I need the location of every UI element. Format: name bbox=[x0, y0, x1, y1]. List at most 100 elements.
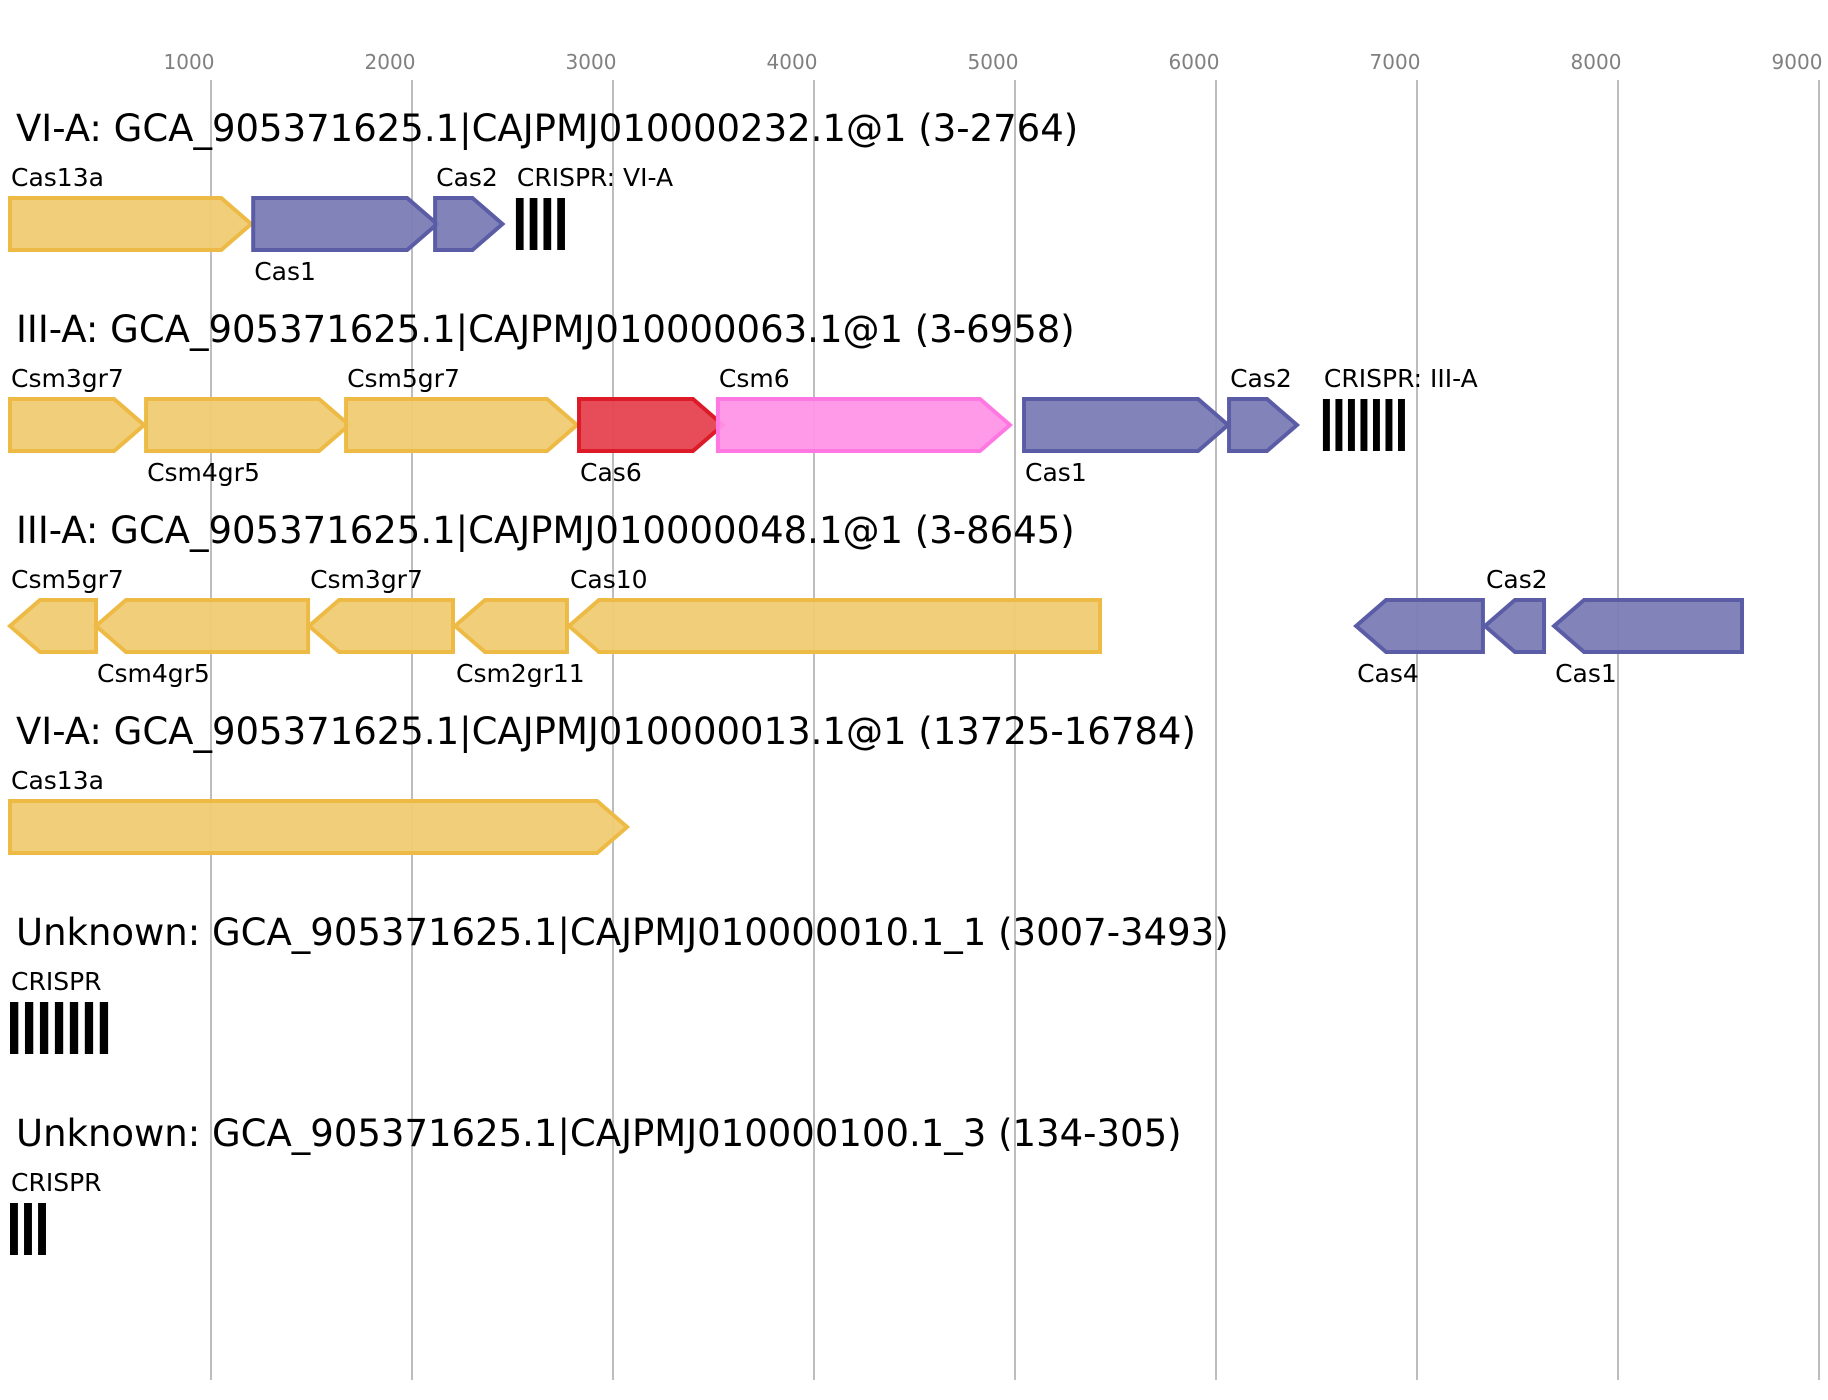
gene-arrow[interactable]: Cas2 bbox=[1481, 565, 1548, 654]
gene-shape bbox=[1353, 598, 1485, 654]
tick-label: 7000 bbox=[1370, 50, 1421, 74]
gene-label: Cas2 bbox=[436, 163, 498, 192]
gene-label: Cas6 bbox=[580, 458, 642, 487]
gene-label: Cas1 bbox=[1025, 458, 1087, 487]
gene-label: Cas2 bbox=[1230, 364, 1292, 393]
crispr-array[interactable]: CRISPR bbox=[10, 967, 109, 1054]
crispr-array[interactable]: CRISPR: III-A bbox=[1322, 364, 1478, 451]
track: VI-A: GCA_905371625.1|CAJPMJ010000013.1@… bbox=[8, 710, 1196, 855]
gene-shape bbox=[1227, 397, 1301, 453]
gene-arrow[interactable]: Cas2 bbox=[433, 163, 506, 252]
gene-arrow[interactable]: Csm4gr5 bbox=[144, 397, 353, 487]
grid-layer bbox=[210, 80, 1820, 1380]
gene-shape bbox=[8, 196, 255, 252]
gene-arrow[interactable]: Cas6 bbox=[577, 397, 727, 487]
crispr-array[interactable]: CRISPR bbox=[10, 1168, 102, 1255]
gene-arrow[interactable]: Csm6 bbox=[715, 364, 1014, 453]
crispr-repeat bbox=[10, 1002, 19, 1054]
axis-ticks: 1000 2000 3000 4000 5000 6000 7000 8000 9000 bbox=[164, 50, 1823, 74]
gene-label: Csm5gr7 bbox=[11, 565, 124, 594]
gene-arrow[interactable]: Cas13a bbox=[8, 163, 255, 252]
tick-label: 6000 bbox=[1169, 50, 1220, 74]
track: Unknown: GCA_905371625.1|CAJPMJ010000100… bbox=[10, 1112, 1182, 1255]
gene-label: CRISPR bbox=[11, 1168, 102, 1197]
tick-label: 5000 bbox=[968, 50, 1019, 74]
crispr-repeat bbox=[99, 1002, 109, 1054]
gene-label: Csm5gr7 bbox=[347, 364, 460, 393]
gene-shape bbox=[565, 598, 1103, 654]
gene-arrow[interactable]: Csm3gr7 bbox=[306, 565, 456, 654]
crispr-repeat bbox=[1347, 399, 1355, 451]
gene-arrow[interactable]: Csm3gr7 bbox=[8, 364, 148, 453]
gene-arrow[interactable]: Cas1 bbox=[251, 196, 441, 286]
track: VI-A: GCA_905371625.1|CAJPMJ010000232.1@… bbox=[8, 107, 1078, 286]
gene-shape bbox=[144, 397, 353, 453]
crispr-repeat bbox=[39, 1002, 49, 1054]
crispr-repeat bbox=[1372, 399, 1380, 451]
gene-label: Csm3gr7 bbox=[310, 565, 423, 594]
track-title: III-A: GCA_905371625.1|CAJPMJ010000063.1… bbox=[16, 308, 1075, 351]
crispr-array[interactable]: CRISPR: VI-A bbox=[515, 163, 673, 250]
track: III-A: GCA_905371625.1|CAJPMJ010000048.1… bbox=[6, 509, 1745, 688]
gene-shape bbox=[8, 397, 148, 453]
gene-arrow[interactable]: Cas13a bbox=[8, 766, 631, 855]
gene-shape bbox=[6, 598, 99, 654]
gene-shape bbox=[1022, 397, 1232, 453]
crispr-repeat bbox=[10, 1203, 18, 1255]
gene-shape bbox=[306, 598, 456, 654]
crispr-repeat bbox=[54, 1002, 64, 1054]
gene-arrow[interactable]: Cas1 bbox=[1551, 598, 1745, 688]
gene-arrow[interactable]: Csm5gr7 bbox=[344, 364, 581, 453]
track-title: VI-A: GCA_905371625.1|CAJPMJ010000232.1@… bbox=[16, 107, 1078, 150]
crispr-repeat bbox=[1398, 399, 1405, 451]
track: Unknown: GCA_905371625.1|CAJPMJ010000010… bbox=[10, 911, 1229, 1054]
gene-label: Csm6 bbox=[719, 364, 790, 393]
gene-arrow[interactable]: Cas4 bbox=[1353, 598, 1485, 688]
gene-shape bbox=[344, 397, 581, 453]
gene-arrow[interactable]: Csm4gr5 bbox=[92, 598, 311, 688]
tick-label: 9000 bbox=[1772, 50, 1823, 74]
gene-label: Cas13a bbox=[11, 163, 104, 192]
gene-label: Cas1 bbox=[254, 257, 316, 286]
gene-shape bbox=[1481, 598, 1547, 654]
gene-arrow[interactable]: Cas1 bbox=[1022, 397, 1232, 487]
tick-label: 2000 bbox=[365, 50, 416, 74]
gene-shape bbox=[715, 397, 1014, 453]
gene-label: Csm4gr5 bbox=[97, 659, 210, 688]
gene-shape bbox=[251, 196, 441, 252]
gene-arrow[interactable]: Cas10 bbox=[565, 565, 1103, 654]
tick-label: 3000 bbox=[566, 50, 617, 74]
gene-arrow[interactable]: Csm2gr11 bbox=[451, 598, 585, 688]
gene-label: Cas13a bbox=[11, 766, 104, 795]
crispr-repeat bbox=[1385, 399, 1393, 451]
crispr-repeat bbox=[557, 198, 565, 250]
tick-label: 1000 bbox=[164, 50, 215, 74]
gene-arrow[interactable]: Cas2 bbox=[1227, 364, 1301, 453]
track-title: VI-A: GCA_905371625.1|CAJPMJ010000013.1@… bbox=[16, 710, 1196, 753]
gene-label: Cas2 bbox=[1486, 565, 1548, 594]
crispr-repeat bbox=[84, 1002, 94, 1054]
tick-label: 4000 bbox=[767, 50, 818, 74]
tick-label: 8000 bbox=[1571, 50, 1622, 74]
crispr-repeat bbox=[515, 198, 524, 250]
crispr-repeat bbox=[543, 198, 552, 250]
crispr-repeat bbox=[1335, 399, 1343, 451]
gene-label: Csm3gr7 bbox=[11, 364, 124, 393]
gene-label: CRISPR: III-A bbox=[1324, 364, 1478, 393]
gene-label: CRISPR: VI-A bbox=[517, 163, 673, 192]
crispr-repeat bbox=[529, 198, 538, 250]
gene-shape bbox=[92, 598, 311, 654]
crispr-repeat bbox=[69, 1002, 79, 1054]
crispr-repeat bbox=[1322, 399, 1330, 451]
crispr-repeat bbox=[38, 1203, 46, 1255]
gene-shape bbox=[577, 397, 727, 453]
track-title: III-A: GCA_905371625.1|CAJPMJ010000048.1… bbox=[16, 509, 1075, 552]
gene-label: Csm2gr11 bbox=[456, 659, 585, 688]
tracks: VI-A: GCA_905371625.1|CAJPMJ010000232.1@… bbox=[6, 107, 1745, 1255]
gene-label: Csm4gr5 bbox=[147, 458, 260, 487]
gene-shape bbox=[451, 598, 569, 654]
gene-arrow[interactable]: Csm5gr7 bbox=[6, 565, 124, 654]
crispr-repeat bbox=[24, 1203, 32, 1255]
gene-label: Cas4 bbox=[1357, 659, 1419, 688]
